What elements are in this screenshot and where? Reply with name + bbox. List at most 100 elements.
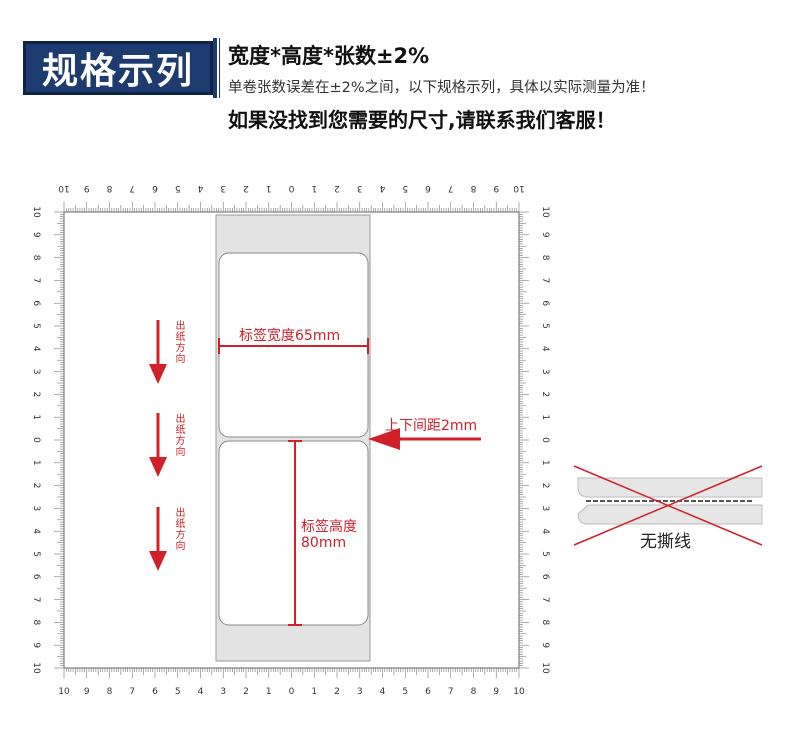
ruler-number-bottom: 2 — [243, 687, 249, 697]
ruler-number-top: 3 — [220, 183, 226, 193]
ruler-number-bottom: 10 — [58, 687, 70, 697]
ruler-number-left: 6 — [31, 300, 41, 306]
feed-arrow-1 — [149, 320, 167, 384]
ruler-number-top: 5 — [175, 183, 181, 193]
ruler-number-top: 5 — [402, 183, 408, 193]
feed-arrow-3 — [149, 507, 167, 571]
ruler-number-left: 1 — [31, 460, 41, 466]
height-dimension — [288, 440, 302, 626]
no-tear-label: 无撕线 — [640, 532, 691, 552]
ruler-number-left: 8 — [31, 620, 41, 626]
ruler-number-bottom: 5 — [402, 687, 408, 697]
ruler-number-right: 1 — [540, 460, 550, 466]
ruler-number-bottom: 8 — [107, 687, 113, 697]
ruler-number-right: 8 — [540, 620, 550, 626]
ruler-number-right: 5 — [540, 551, 550, 557]
ruler-number-top: 1 — [266, 183, 272, 193]
ruler-number-left: 2 — [31, 392, 41, 398]
ruler-number-right: 3 — [540, 506, 550, 512]
ruler-number-right: 2 — [540, 392, 550, 398]
ruler-number-top: 0 — [288, 183, 294, 193]
ruler-number-left: 5 — [31, 323, 41, 329]
ruler-number-left: 10 — [31, 206, 41, 218]
ruler-number-left: 9 — [31, 232, 41, 238]
ruler-number-right: 7 — [540, 278, 550, 284]
feed-arrow-2 — [149, 413, 167, 477]
ruler-number-bottom: 8 — [471, 687, 477, 697]
ruler-number-bottom: 10 — [513, 687, 525, 697]
ruler-number-right: 9 — [540, 232, 550, 238]
ruler-number-left: 10 — [31, 662, 41, 674]
ruler-number-bottom: 7 — [129, 687, 135, 697]
ruler-number-top: 2 — [243, 183, 249, 193]
ruler-number-bottom: 0 — [289, 687, 295, 697]
ruler-number-left: 8 — [31, 255, 41, 261]
ruler-number-right: 6 — [540, 300, 550, 306]
ruler-number-left: 7 — [31, 278, 41, 284]
ruler-number-left: 7 — [31, 597, 41, 603]
ruler-number-left: 1 — [31, 414, 41, 420]
ruler-number-bottom: 5 — [175, 687, 181, 697]
ruler-number-bottom: 4 — [380, 687, 386, 697]
ruler-number-left: 4 — [31, 528, 41, 534]
ruler-number-bottom: 3 — [357, 687, 363, 697]
ruler-number-right: 8 — [540, 255, 550, 261]
ruler-number-top: 8 — [470, 183, 476, 193]
ruler-number-left: 6 — [31, 574, 41, 580]
label-width-text: 标签宽度65mm — [239, 328, 341, 344]
ruler-number-right: 1 — [540, 414, 550, 420]
ruler-number-bottom: 9 — [493, 687, 499, 697]
feed-direction-label-1: 出纸方向 — [173, 320, 184, 364]
ruler-number-top: 9 — [493, 183, 499, 193]
ruler-number-top: 8 — [106, 183, 112, 193]
ruler-number-top: 9 — [84, 183, 90, 193]
ruler-number-bottom: 4 — [198, 687, 204, 697]
ruler-number-right: 3 — [540, 369, 550, 375]
ruler-number-right: 9 — [540, 642, 550, 648]
ruler-number-right: 4 — [540, 528, 550, 534]
ruler-number-right: 5 — [540, 323, 550, 329]
ruler-number-top: 3 — [357, 183, 363, 193]
ruler-number-left: 3 — [31, 506, 41, 512]
ruler-number-top: 7 — [129, 183, 135, 193]
ruler-number-top: 6 — [152, 183, 158, 193]
gap-arrow — [368, 428, 481, 450]
ruler-number-bottom: 3 — [220, 687, 226, 697]
contact-note-text: 如果没找到您需要的尺寸,请联系我们客服！ — [228, 108, 616, 132]
page-title: 规格示列 — [41, 51, 194, 92]
ruler-number-bottom: 6 — [425, 687, 431, 697]
feed-direction-label-2: 出纸方向 — [173, 413, 184, 457]
ruler-number-left: 5 — [31, 551, 41, 557]
ruler-number-left: 0 — [31, 437, 41, 443]
ruler-number-top: 1 — [311, 183, 317, 193]
label-height-text-line2: 80mm — [301, 535, 347, 551]
ruler-number-right: 6 — [540, 574, 550, 580]
label-height-text-line1: 标签高度 — [301, 519, 357, 535]
ruler-number-top: 4 — [197, 183, 203, 193]
title-banner: 规格示列 — [23, 41, 213, 95]
ruler-number-top: 7 — [448, 183, 454, 193]
ruler-number-right: 2 — [540, 483, 550, 489]
ruler-number-right: 7 — [540, 597, 550, 603]
ruler-number-top: 10 — [513, 183, 525, 193]
feed-direction-label-3: 出纸方向 — [173, 507, 184, 551]
spec-note-text: 单卷张数误差在±2%之间，以下规格示列，具体以实际测量为准！ — [228, 80, 655, 96]
ruler-number-bottom: 7 — [448, 687, 454, 697]
ruler-number-right: 10 — [540, 206, 550, 218]
ruler-number-top: 2 — [334, 183, 340, 193]
ruler-number-top: 10 — [58, 183, 70, 193]
spec-tolerance-text: 宽度*高度*张数±2% — [228, 44, 430, 68]
ruler-number-right: 4 — [540, 346, 550, 352]
ruler-number-right: 10 — [540, 662, 550, 674]
ruler-number-bottom: 1 — [311, 687, 317, 697]
no-tear-line-illustration — [573, 465, 763, 546]
title-divider-thin — [219, 38, 220, 98]
ruler-number-bottom: 2 — [334, 687, 340, 697]
ruler-number-left: 9 — [31, 642, 41, 648]
ruler-number-top: 6 — [425, 183, 431, 193]
ruler-number-top: 4 — [379, 183, 385, 193]
ruler-number-left: 4 — [31, 346, 41, 352]
ruler-number-bottom: 9 — [84, 687, 90, 697]
